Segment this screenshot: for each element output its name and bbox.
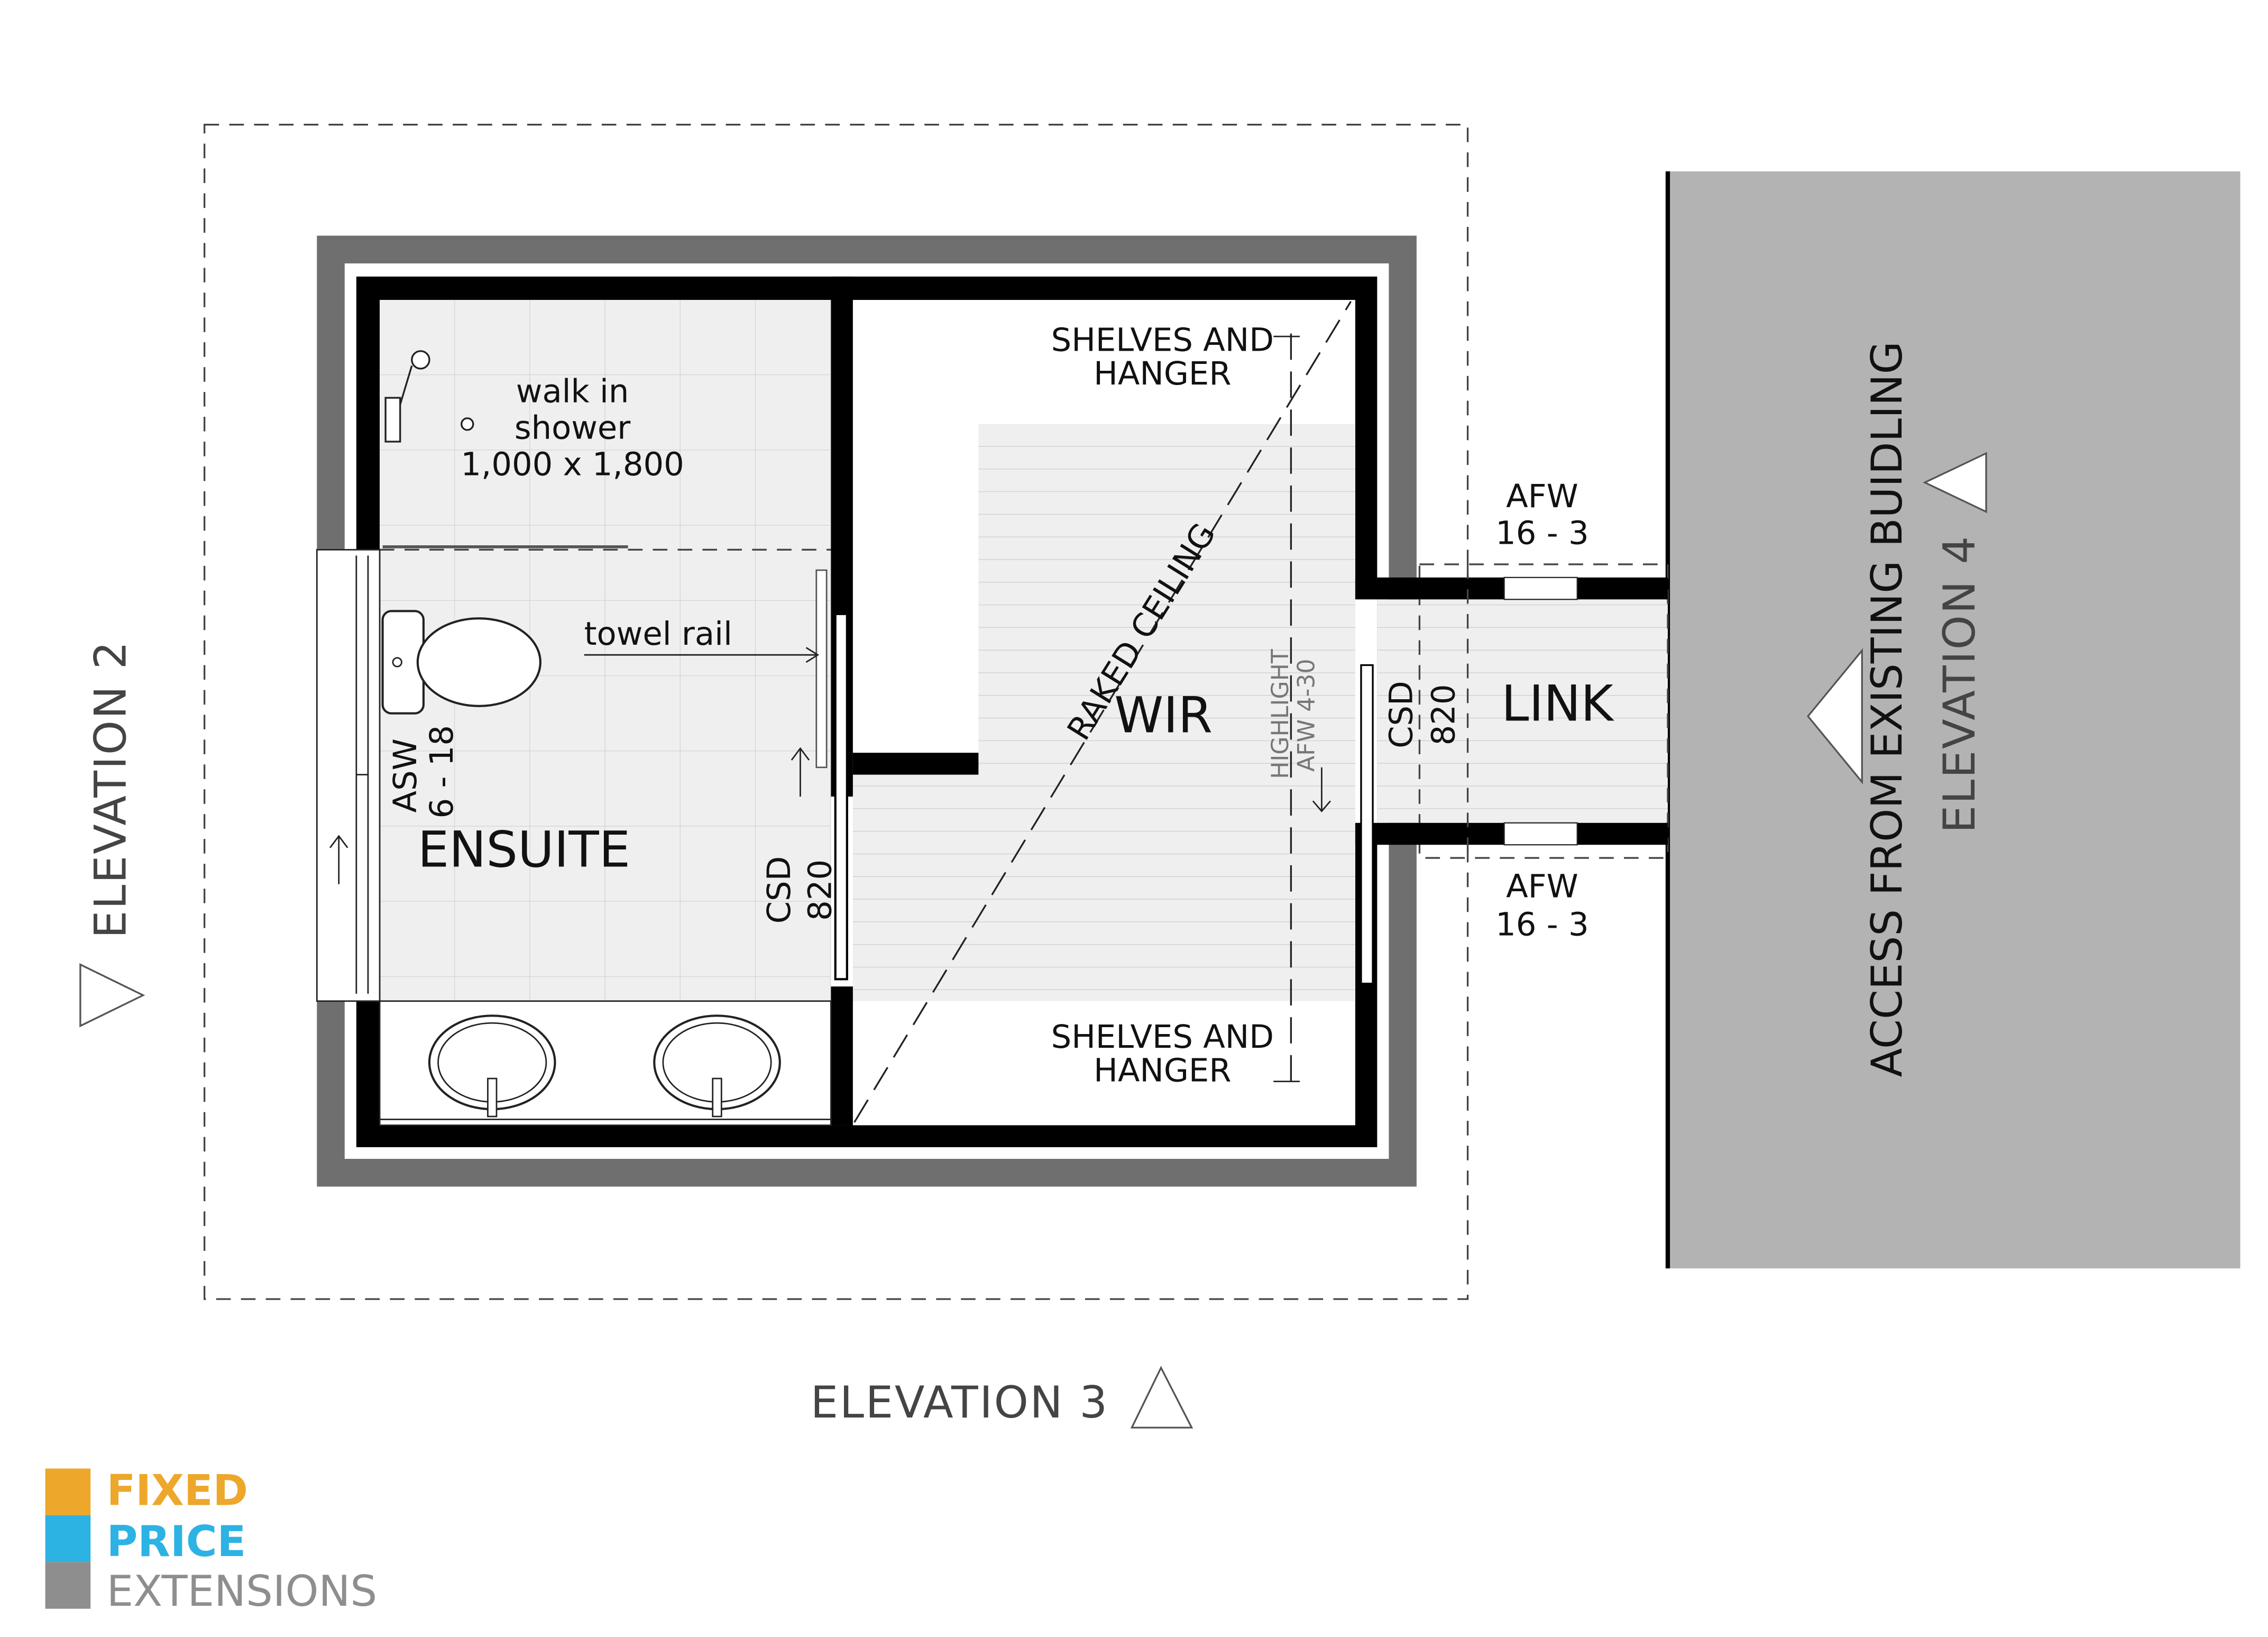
window-link-top: [1503, 577, 1578, 600]
shower-label-2: shower: [515, 409, 630, 446]
shower-size: 1,000 x 1,800: [461, 446, 684, 483]
towel-rail-label: towel rail: [584, 616, 732, 653]
shelves-bottom-1: SHELVES AND: [1051, 1019, 1274, 1056]
csd-link-label: CSD: [1383, 681, 1420, 748]
towel-rail-arrow: [584, 647, 820, 663]
room-label-link: LINK: [1501, 675, 1614, 733]
elevation-4-marker-icon[interactable]: [1923, 452, 1987, 514]
asw-label: ASW: [387, 738, 424, 812]
window-link-bottom: [1503, 822, 1578, 846]
elevation-2-label: ELEVATION 2: [85, 640, 136, 938]
shower-label-1: walk in: [516, 373, 629, 410]
csd-link-size: 820: [1426, 684, 1463, 745]
window-ensuite: [316, 548, 381, 1002]
csd-ensuite-size: 820: [802, 859, 839, 921]
wir-wall-stub: [852, 753, 979, 775]
room-label-ensuite: ENSUITE: [418, 821, 630, 879]
logo-extensions: EXTENSIONS: [107, 1567, 378, 1616]
access-arrow-icon: [1806, 648, 1863, 785]
shelves-top-1: SHELVES AND: [1051, 322, 1274, 359]
logo: FIXED PRICE EXTENSIONS: [45, 1466, 378, 1616]
afw-top-label: AFW: [1506, 478, 1578, 515]
towel-rail-fixture: [815, 569, 828, 769]
link-floor: [1377, 599, 1668, 823]
ensuite-wir-wall-lower: [831, 986, 853, 1126]
afw-bottom-label: AFW: [1506, 868, 1578, 906]
link-sliding-door[interactable]: [1360, 664, 1374, 985]
highlight-afw: AFW 4-30: [1293, 659, 1320, 772]
csd-ensuite-label: CSD: [761, 856, 798, 924]
shower-fixture-icon: [384, 350, 474, 443]
afw-top-size: 16 - 3: [1495, 515, 1588, 552]
elevation-2-marker-icon[interactable]: [79, 963, 145, 1028]
wir-floor: [852, 424, 1355, 1001]
access-label: ACCESS FROM EXISTING BUIDLING: [1862, 341, 1912, 1077]
link-outline: [1418, 563, 1669, 859]
logo-price: PRICE: [107, 1517, 246, 1566]
elevation-3-marker-icon[interactable]: [1130, 1366, 1193, 1429]
shelves-top-2: HANGER: [1094, 355, 1231, 392]
logo-fixed: FIXED: [107, 1466, 248, 1515]
existing-building: [1667, 171, 2241, 1269]
ensuite-sliding-door[interactable]: [834, 612, 848, 981]
sink-right: [653, 1014, 781, 1118]
raked-ceiling-line: [853, 300, 1352, 1123]
asw-size: 6 - 18: [424, 725, 461, 819]
room-label-wir: WIR: [1114, 687, 1213, 745]
highlight-label: HIGHLIGHT: [1267, 648, 1294, 779]
afw-bottom-size: 16 - 3: [1495, 906, 1588, 943]
elevation-3-label: ELEVATION 3: [811, 1377, 1109, 1428]
shelves-bottom-2: HANGER: [1094, 1053, 1231, 1090]
sink-left: [428, 1014, 556, 1118]
elevation-4-label: ELEVATION 4: [1934, 535, 1985, 833]
toilet: [381, 610, 541, 715]
